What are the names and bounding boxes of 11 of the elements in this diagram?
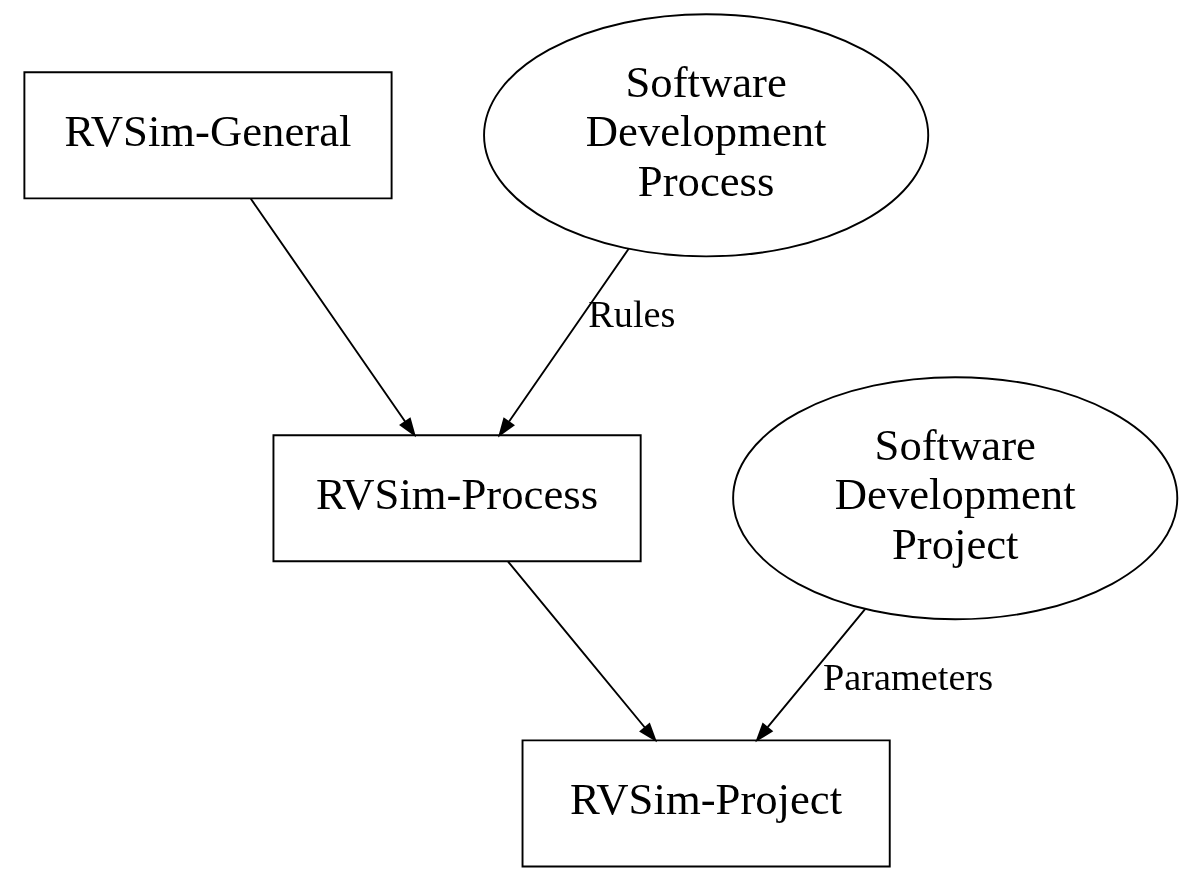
arrow	[507, 560, 658, 743]
node-box: RVSim-Project	[521, 739, 891, 868]
node-box: RVSim-Process	[272, 434, 642, 563]
node-box: RVSim-General	[23, 71, 393, 200]
arrow	[249, 197, 417, 438]
edge-label: Rules	[588, 292, 676, 335]
node-ellipse: Software Development Project	[732, 376, 1179, 621]
node-ellipse: Software Development Process	[483, 13, 930, 258]
arrow	[755, 607, 867, 743]
edge-label: Parameters	[823, 655, 994, 698]
arrow	[498, 247, 630, 438]
